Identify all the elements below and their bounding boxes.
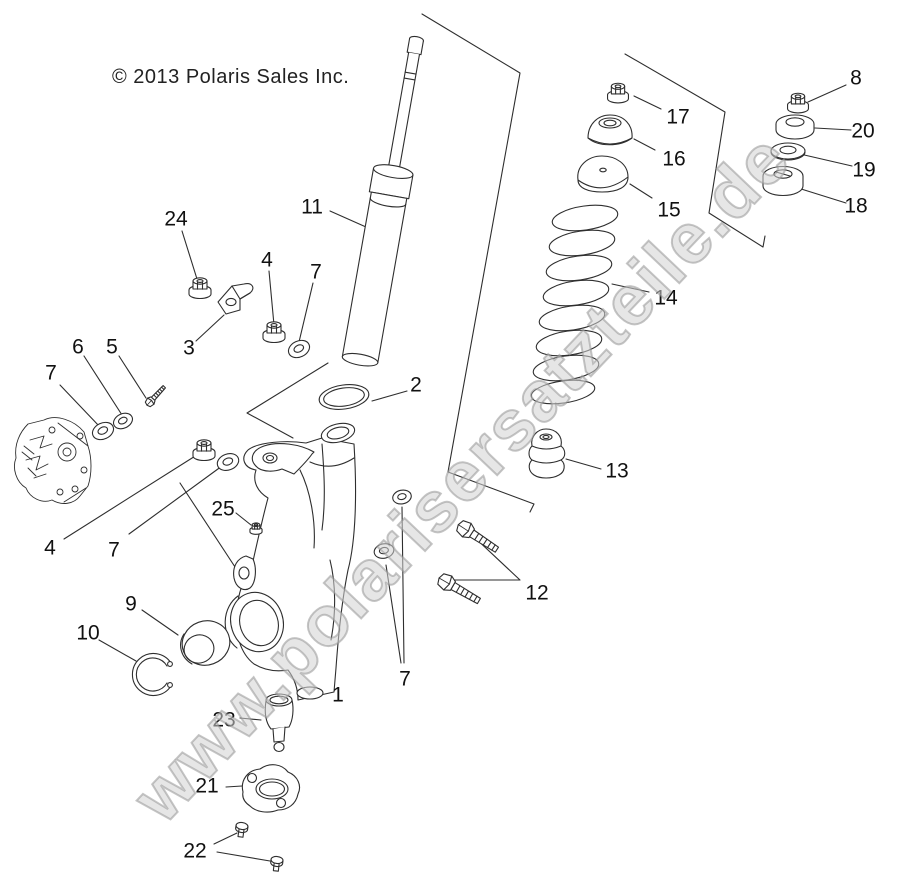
part-18-bushing-drawing bbox=[763, 167, 803, 196]
part-7-washer-left-drawing bbox=[89, 418, 117, 444]
callout-2: 2 bbox=[410, 373, 422, 397]
callout-18: 18 bbox=[844, 194, 868, 218]
callout-24: 24 bbox=[164, 207, 188, 231]
callout-1: 1 bbox=[332, 683, 344, 707]
part-10-snap-ring-drawing bbox=[132, 654, 172, 696]
part-3-clamp-drawing bbox=[218, 284, 253, 314]
callout-9: 9 bbox=[125, 592, 137, 616]
leader-lines bbox=[60, 14, 852, 861]
part-7-washer-mid-upper-drawing bbox=[390, 487, 414, 507]
callout-13: 13 bbox=[605, 459, 629, 483]
part-20-washer-drawing bbox=[776, 115, 814, 139]
callout-22: 22 bbox=[183, 839, 207, 863]
part-23-ball-joint-drawing bbox=[265, 694, 293, 752]
callout-5: 5 bbox=[106, 335, 118, 359]
part-25-nut-drawing bbox=[249, 522, 263, 535]
part-1-knuckle-drawing bbox=[180, 420, 357, 700]
callout-6: 6 bbox=[72, 335, 84, 359]
part-22-screws-drawing bbox=[235, 822, 284, 872]
part-15-dome-cap-drawing bbox=[578, 156, 628, 192]
part-14-spring-drawing bbox=[530, 202, 620, 408]
copyright-text: © 2013 Polaris Sales Inc. bbox=[112, 66, 350, 88]
callout-4b: 4 bbox=[44, 536, 56, 560]
callout-12: 12 bbox=[525, 581, 549, 605]
callout-15: 15 bbox=[657, 198, 681, 222]
part-16-cup-washer-drawing bbox=[588, 115, 632, 145]
part-7-washer-mid-lower-drawing bbox=[372, 541, 396, 561]
part-2-gasket-drawing bbox=[318, 382, 371, 413]
callout-23: 23 bbox=[212, 708, 236, 732]
callout-3: 3 bbox=[183, 336, 195, 360]
part-13-bump-stop-drawing bbox=[529, 429, 565, 478]
callout-19: 19 bbox=[852, 158, 876, 182]
part-11-shock-absorber-drawing bbox=[339, 33, 436, 368]
callout-20: 20 bbox=[851, 119, 875, 143]
part-19-washer-drawing bbox=[771, 143, 805, 160]
callout-21: 21 bbox=[195, 774, 219, 798]
callout-8: 8 bbox=[850, 66, 862, 90]
callout-16: 16 bbox=[662, 147, 686, 171]
part-17-nut-drawing bbox=[607, 82, 629, 104]
part-5-bolt-drawing bbox=[143, 383, 168, 409]
part-12-bolts-drawing bbox=[434, 517, 502, 609]
callout-4a: 4 bbox=[261, 248, 273, 272]
part-9-bearing-drawing bbox=[176, 614, 236, 672]
brake-caliper-drawing bbox=[14, 418, 91, 504]
part-4-nut-lower-drawing bbox=[192, 439, 216, 462]
callout-17: 17 bbox=[666, 105, 690, 129]
part-24-nut-drawing bbox=[188, 277, 212, 300]
part-21-gasket-plate-drawing bbox=[242, 765, 299, 812]
part-8-nut-drawing bbox=[787, 92, 809, 114]
callout-7a: 7 bbox=[310, 260, 322, 284]
callout-7b: 7 bbox=[45, 361, 57, 385]
callout-7d: 7 bbox=[399, 667, 411, 691]
callout-11: 11 bbox=[301, 195, 323, 219]
part-4-nut-upper-drawing bbox=[262, 321, 286, 344]
part-7-washer-lower-drawing bbox=[214, 450, 242, 474]
part-7-washer-upper-drawing bbox=[285, 336, 313, 362]
callout-7c: 7 bbox=[108, 538, 120, 562]
callout-10: 10 bbox=[76, 621, 100, 645]
callout-14: 14 bbox=[654, 286, 678, 310]
callout-25: 25 bbox=[211, 497, 235, 521]
part-6-washer-drawing bbox=[110, 409, 136, 433]
